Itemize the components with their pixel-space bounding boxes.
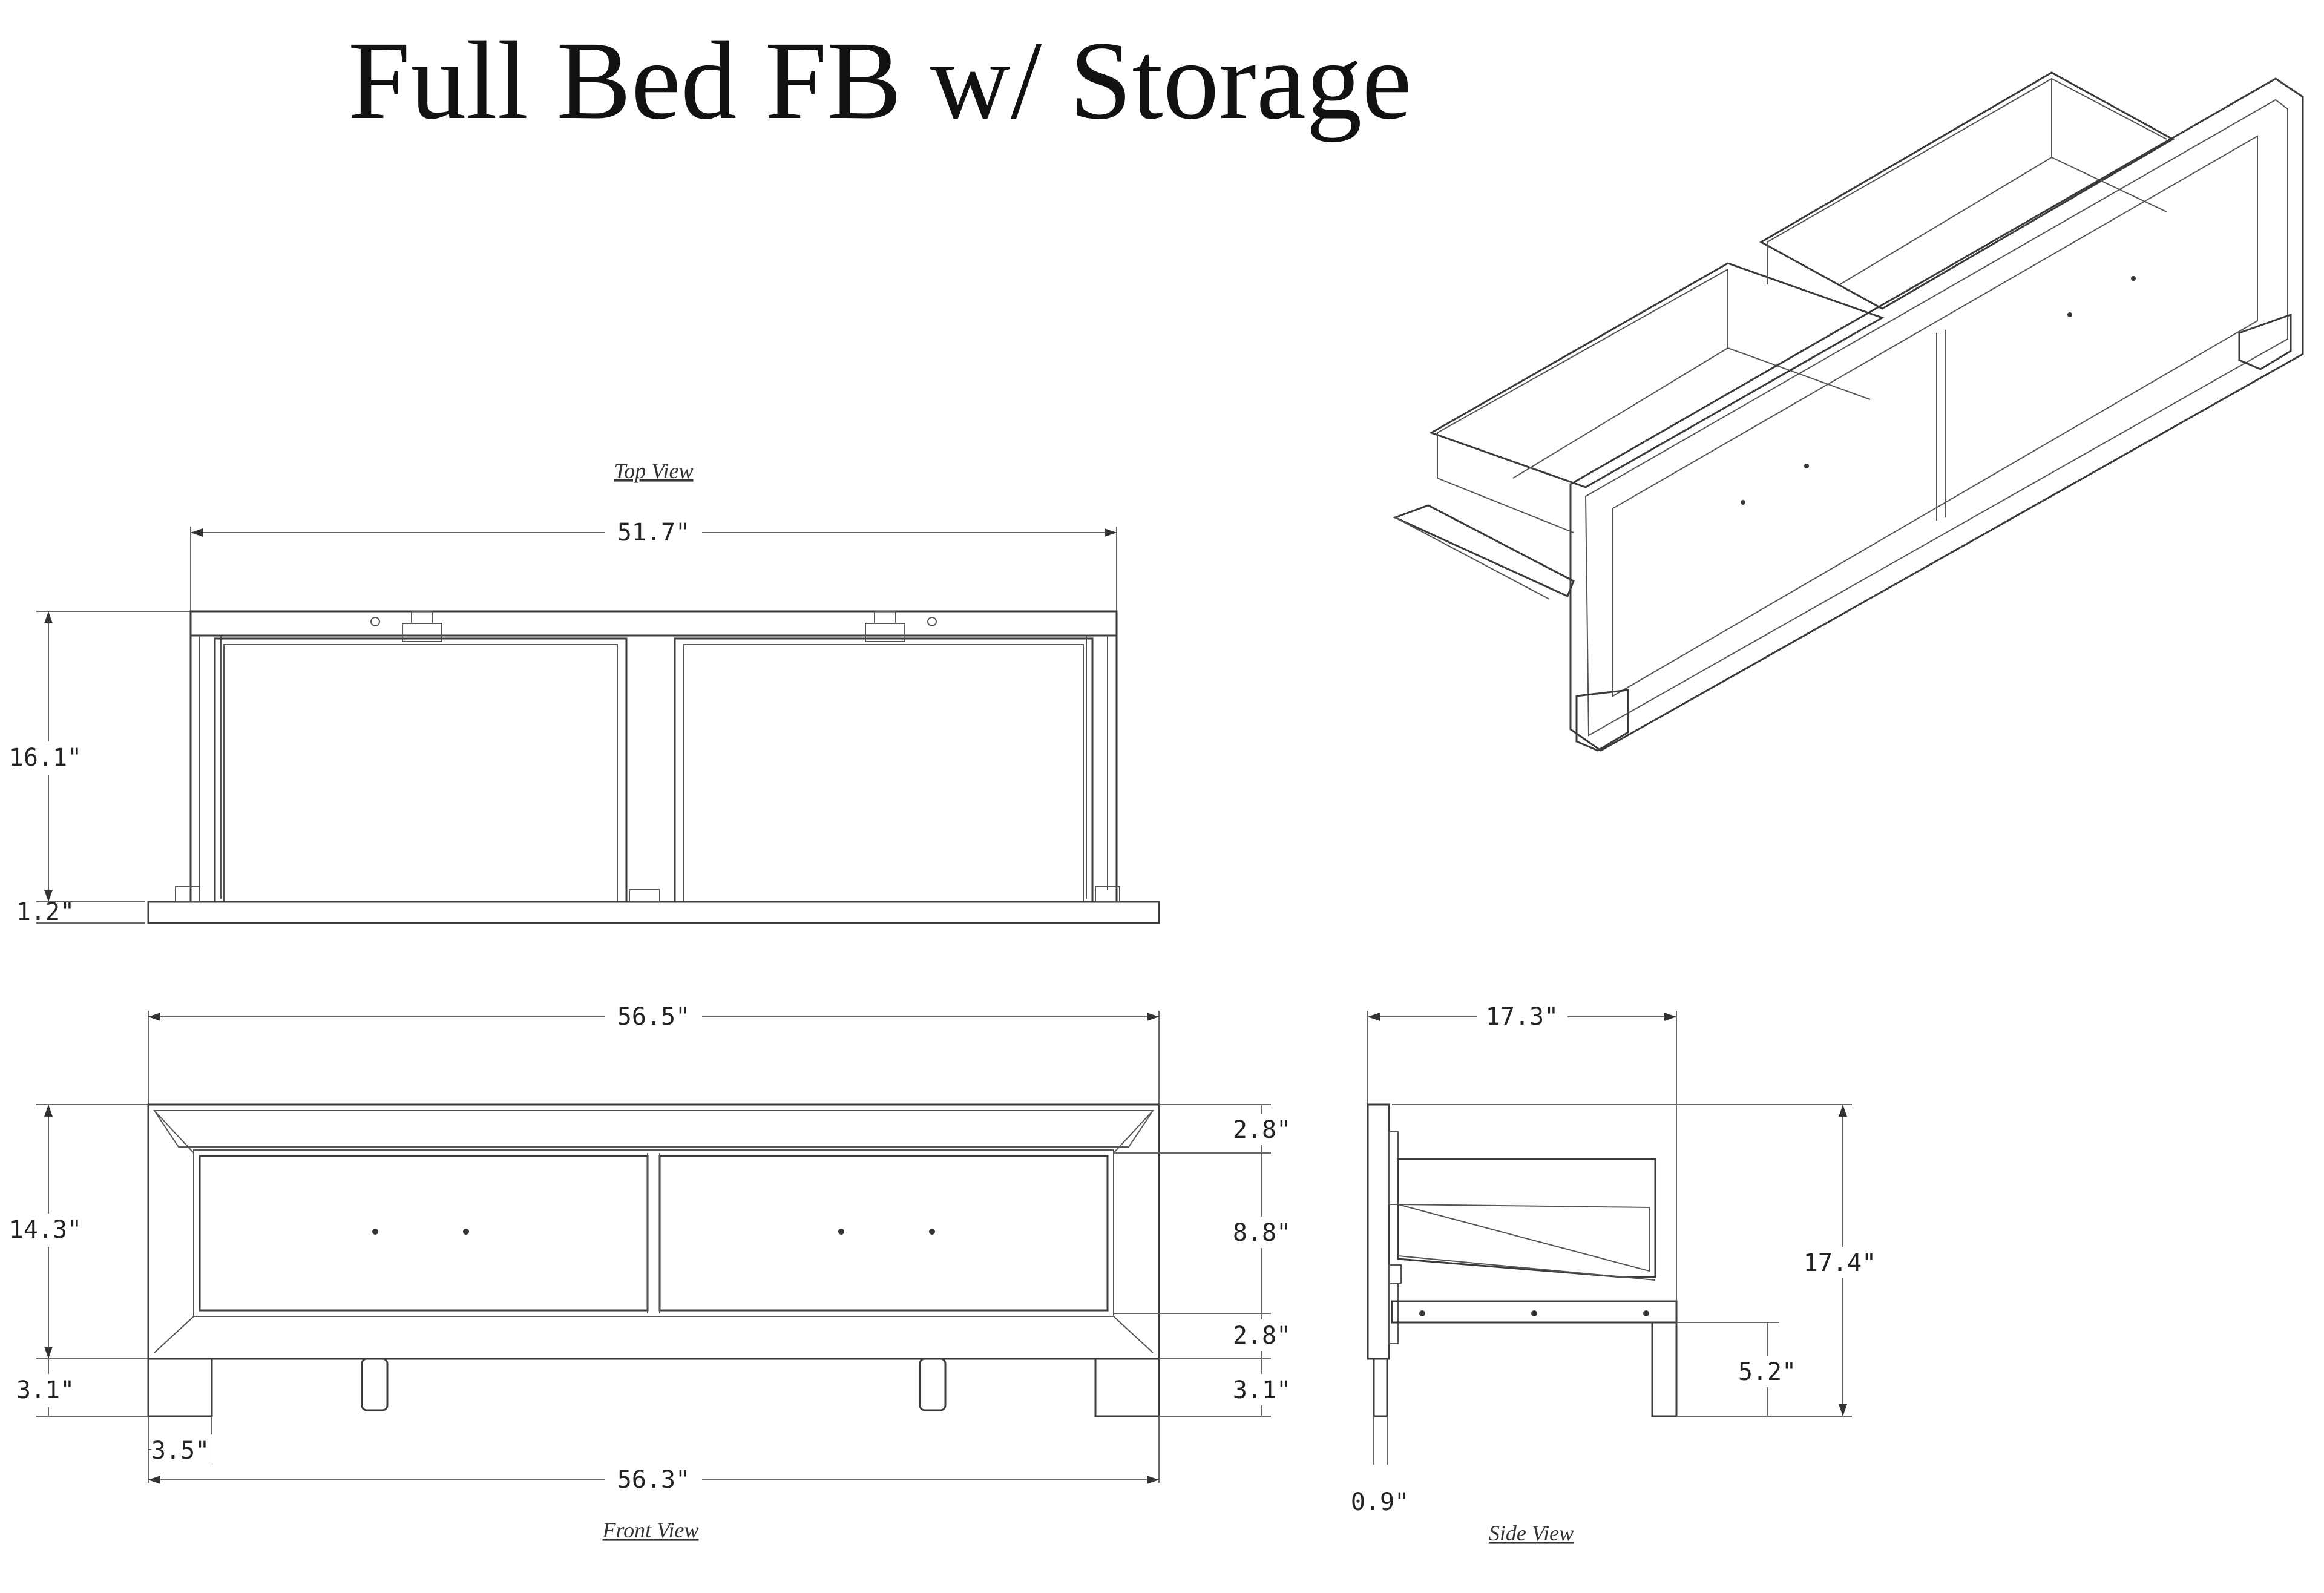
front-width-top-dimension: 56.5" xyxy=(617,1003,690,1031)
front-rail-top-dimension: 2.8" xyxy=(1233,1116,1291,1144)
side-view-label: Side View xyxy=(1489,1521,1574,1545)
front-height-dimension: 14.3" xyxy=(9,1216,82,1244)
top-width-dimension: 51.7" xyxy=(617,519,690,547)
top-depth-dimension: 16.1" xyxy=(9,744,82,772)
top-lip-dimension: 1.2" xyxy=(16,898,74,926)
front-rail-bottom-dimension: 2.8" xyxy=(1233,1322,1291,1350)
front-leg-offset-dimension: 3.5" xyxy=(151,1437,209,1465)
top-view-label: Top View xyxy=(614,459,693,483)
front-view-label: Front View xyxy=(602,1518,699,1542)
side-depth-dimension: 17.3" xyxy=(1486,1003,1558,1031)
top-view: Top View 51.7" 16.1" 1.2" xyxy=(9,459,1160,926)
isometric-view xyxy=(1393,71,2304,752)
front-view: 56.5" 14.3" 3.1" xyxy=(9,1002,1295,1542)
side-view: 17.3" 17.4" 5.2" 0.9" Side Vi xyxy=(1351,1002,1888,1545)
front-panel-dimension: 8.8" xyxy=(1233,1219,1291,1247)
front-width-bottom-dimension: 56.3" xyxy=(617,1466,690,1494)
drawing-title: Full Bed FB w/ Storage xyxy=(348,19,1412,143)
side-thickness-dimension: 0.9" xyxy=(1351,1488,1409,1516)
side-leg-height-dimension: 5.2" xyxy=(1738,1358,1796,1386)
front-leg-height-right-dimension: 3.1" xyxy=(1233,1376,1291,1404)
side-height-dimension: 17.4" xyxy=(1804,1249,1876,1277)
front-leg-height-left-dimension: 3.1" xyxy=(16,1376,74,1404)
